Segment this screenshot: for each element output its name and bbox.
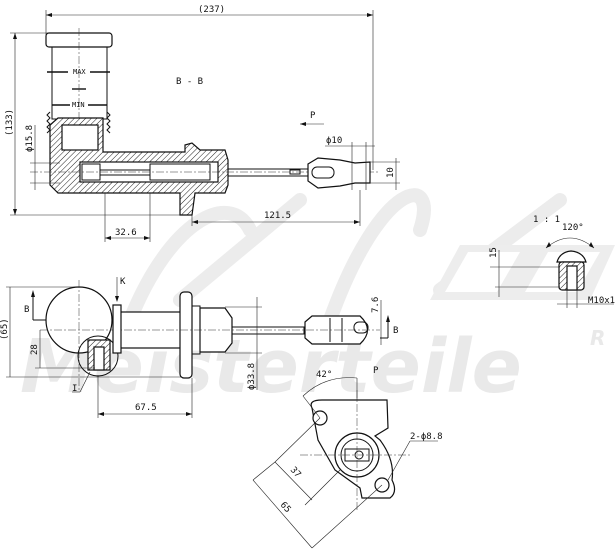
section-label: B - B — [176, 77, 203, 87]
reservoir-min-label: MIN — [72, 101, 85, 109]
dim-overall-length: (237) — [198, 5, 225, 15]
detail-thread: M10x1 — [588, 296, 615, 306]
side-push-rod — [231, 326, 305, 335]
flange-angle: 42° — [316, 370, 332, 380]
top-section-view: (237) (133) MAX MIN B - B — [5, 5, 400, 242]
registered-mark: R — [590, 326, 605, 350]
dim-pin-diameter: ϕ10 — [326, 136, 342, 146]
port-bore — [61, 124, 99, 151]
dim-bore-diameter: ϕ15.8 — [25, 125, 35, 152]
dim-port-offset: 32.6 — [115, 228, 137, 238]
detail-scale: 1 : 1 — [533, 215, 560, 225]
dim-rod-length: 121.5 — [264, 211, 291, 221]
dim-port-height: 28 — [30, 344, 40, 355]
flange-pressure-label: P — [373, 366, 379, 376]
detail-view: 1 : 1 120° 15 M10x1 — [489, 215, 615, 308]
side-view: (65) B K I 28 — [0, 277, 398, 418]
section-marker-right: B — [393, 326, 398, 336]
dim-flange-distance: 67.5 — [135, 403, 157, 413]
mounting-flange — [179, 291, 193, 379]
section-marker-left: B — [24, 305, 29, 315]
detail-angle: 120° — [562, 223, 584, 233]
detail-depth: 15 — [489, 247, 499, 258]
detail-marker-i: I — [72, 384, 77, 394]
flange-view: 42° P 2-ϕ8.8 37 65 — [252, 366, 443, 549]
dim-flange-outer: 65 — [278, 500, 293, 515]
dim-flange-inner: 37 — [288, 465, 303, 480]
dim-body-diameter: ϕ33.8 — [247, 363, 257, 390]
holes-callout: 2-ϕ8.8 — [410, 432, 443, 442]
view-marker-k: K — [120, 277, 126, 287]
reservoir-max-label: MAX — [73, 68, 86, 76]
dim-side-height: (65) — [0, 318, 10, 340]
pressure-arrow-label: P — [310, 111, 316, 121]
dim-overall-height: (133) — [5, 109, 15, 136]
dim-clevis-offset: 7.6 — [371, 297, 381, 313]
dim-fork-width: 10 — [386, 167, 396, 178]
clevis-fork — [307, 157, 371, 189]
